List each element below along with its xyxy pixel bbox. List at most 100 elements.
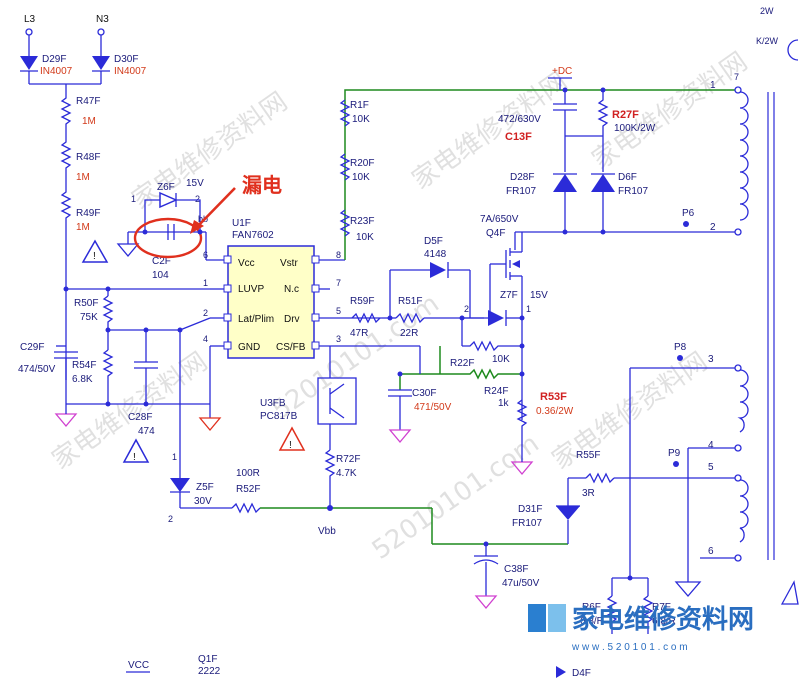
ic-body [227,245,315,359]
ground-icon [198,417,222,432]
value-r23f: 10K [356,232,374,243]
label-c29f: C29F [20,342,44,353]
input-rectifier: L3 N3 D29F IN4007 D30F IN4007 [20,14,147,92]
value-r48f: 1M [76,172,90,183]
value-c29f: 474/50V [18,364,56,375]
capacitor-c38f-group: C38F 47u/50V [473,544,540,610]
diode-d29f [20,56,38,70]
value-r1f: 10K [352,114,370,125]
label-d31f: D31F [518,504,542,515]
value-d5f: 4148 [424,249,447,260]
svg-text:2: 2 [203,308,208,318]
svg-text:2: 2 [464,304,469,314]
label-l3: L3 [24,14,36,25]
value-c2f: 104 [152,270,169,281]
watermark-site: 52010101.com [367,429,545,566]
label-d5f: D5F [424,236,443,247]
label-r27f: R27F [612,109,639,121]
brand-logo: 家电维修资料网 w w w . 5 2 0 1 0 1 . c o m [528,604,754,653]
label-c13f: C13F [505,131,532,143]
label-z6f: Z6F [157,182,175,193]
svg-text:6: 6 [708,546,714,557]
svg-text:7: 7 [734,72,739,82]
value-r52f: 100R [236,468,260,479]
svg-text:4: 4 [203,334,208,344]
value-z7f: 15V [530,290,548,301]
label-p9: P9 [668,448,681,459]
aux-winding [737,369,749,433]
svg-text:!: ! [289,440,292,451]
svg-text:2: 2 [710,222,716,233]
label-q1f: Q1F [198,654,217,665]
junctions [63,87,633,581]
label-2w: 2W [760,6,774,16]
label-vcc: VCC [128,660,149,671]
label-r49f: R49F [76,208,100,219]
ground-icon [474,595,498,610]
mosfet-q4f: 7A/650V Q4F [480,214,523,420]
label-c28f: C28F [128,412,152,423]
label-u3fb: U3FB [260,398,286,409]
pin-label-luvp: LUVP [238,284,264,295]
value-c28f: 474 [138,426,155,437]
snubber: 472/630V C13F R27F 100K/2W D28F FR107 D6… [498,90,735,233]
leakage-highlight-circle [133,217,203,259]
value-d31f: FR107 [512,518,542,529]
diode-d28f [553,174,577,192]
value-c30f: 471/50V [414,402,452,413]
brand-url: w w w . 5 2 0 1 0 1 . c o m [571,642,688,653]
value-u3fb: PC817B [260,411,298,422]
vcc-clamp-area: Z6F 15V 1 2 C2F 104 bb 漏电 [116,173,282,281]
svg-text:5: 5 [336,306,341,316]
svg-text:3: 3 [708,354,714,365]
diode-d31f [556,506,580,520]
warning-icon [780,580,799,605]
svg-text:1: 1 [710,80,716,91]
value-r49f: 1M [76,222,90,233]
brand-name: 家电维修资料网 [572,604,754,635]
vstr-resistors: R1F 10K R20F 10K R23F 10K +DC [339,66,735,260]
value-r59f: 47R [350,328,368,339]
vbb-supply: 1 2 Z5F 30V 100R R52F Vbb [168,330,568,545]
svg-text:1: 1 [526,304,531,314]
label-d30f: D30F [114,54,138,65]
svg-text:3: 3 [336,334,341,344]
value-d6f: FR107 [618,186,648,197]
diode-d30f [92,56,110,70]
svg-text:1: 1 [172,452,177,462]
value-r27f: 100K/2W [614,123,656,134]
label-k2w: K/2W [756,36,779,46]
value-r24f: 1k [498,398,510,409]
label-r6f: R6F [582,602,601,613]
ground-icon [116,243,140,258]
label-r1f: R1F [350,100,369,111]
label-dc: +DC [552,66,572,77]
label-q4f: Q4F [486,228,505,239]
label-d6f: D6F [618,172,637,183]
svg-text:6: 6 [203,250,208,260]
watermark-text: 家电维修资料网 [407,67,573,196]
value-d30f: IN4007 [114,66,147,77]
gate-drive: R59F 47R R51F 22R D5F 4148 Z7F 15V 2 1 R… [345,236,574,476]
pin-label-vstr: Vstr [280,258,298,269]
label-z5f: Z5F [196,482,214,493]
pin-label-vcc: Vcc [238,258,255,269]
label-r7f: R7F [652,602,671,613]
label-r55f: R55F [576,450,600,461]
svg-text:1: 1 [131,194,136,204]
label-p6: P6 [682,208,695,219]
svg-text:!: ! [93,251,96,262]
label-d4f: D4F [572,668,591,678]
zener-z6f [159,191,178,209]
value-r51f: 22R [400,328,418,339]
transformer: 7 1 2 P6 3 4 5 6 2W K/2W P8 [629,6,799,605]
value-r72f: 4.7K [336,468,357,479]
aux-winding-rectifier: D31F FR107 R55F 3R P9 [512,448,735,544]
annotation-arrow [195,187,236,229]
label-r20f: R20F [350,158,374,169]
label-r24f: R24F [484,386,508,397]
label-n3: N3 [96,14,109,25]
label-r53f: R53F [540,391,567,403]
